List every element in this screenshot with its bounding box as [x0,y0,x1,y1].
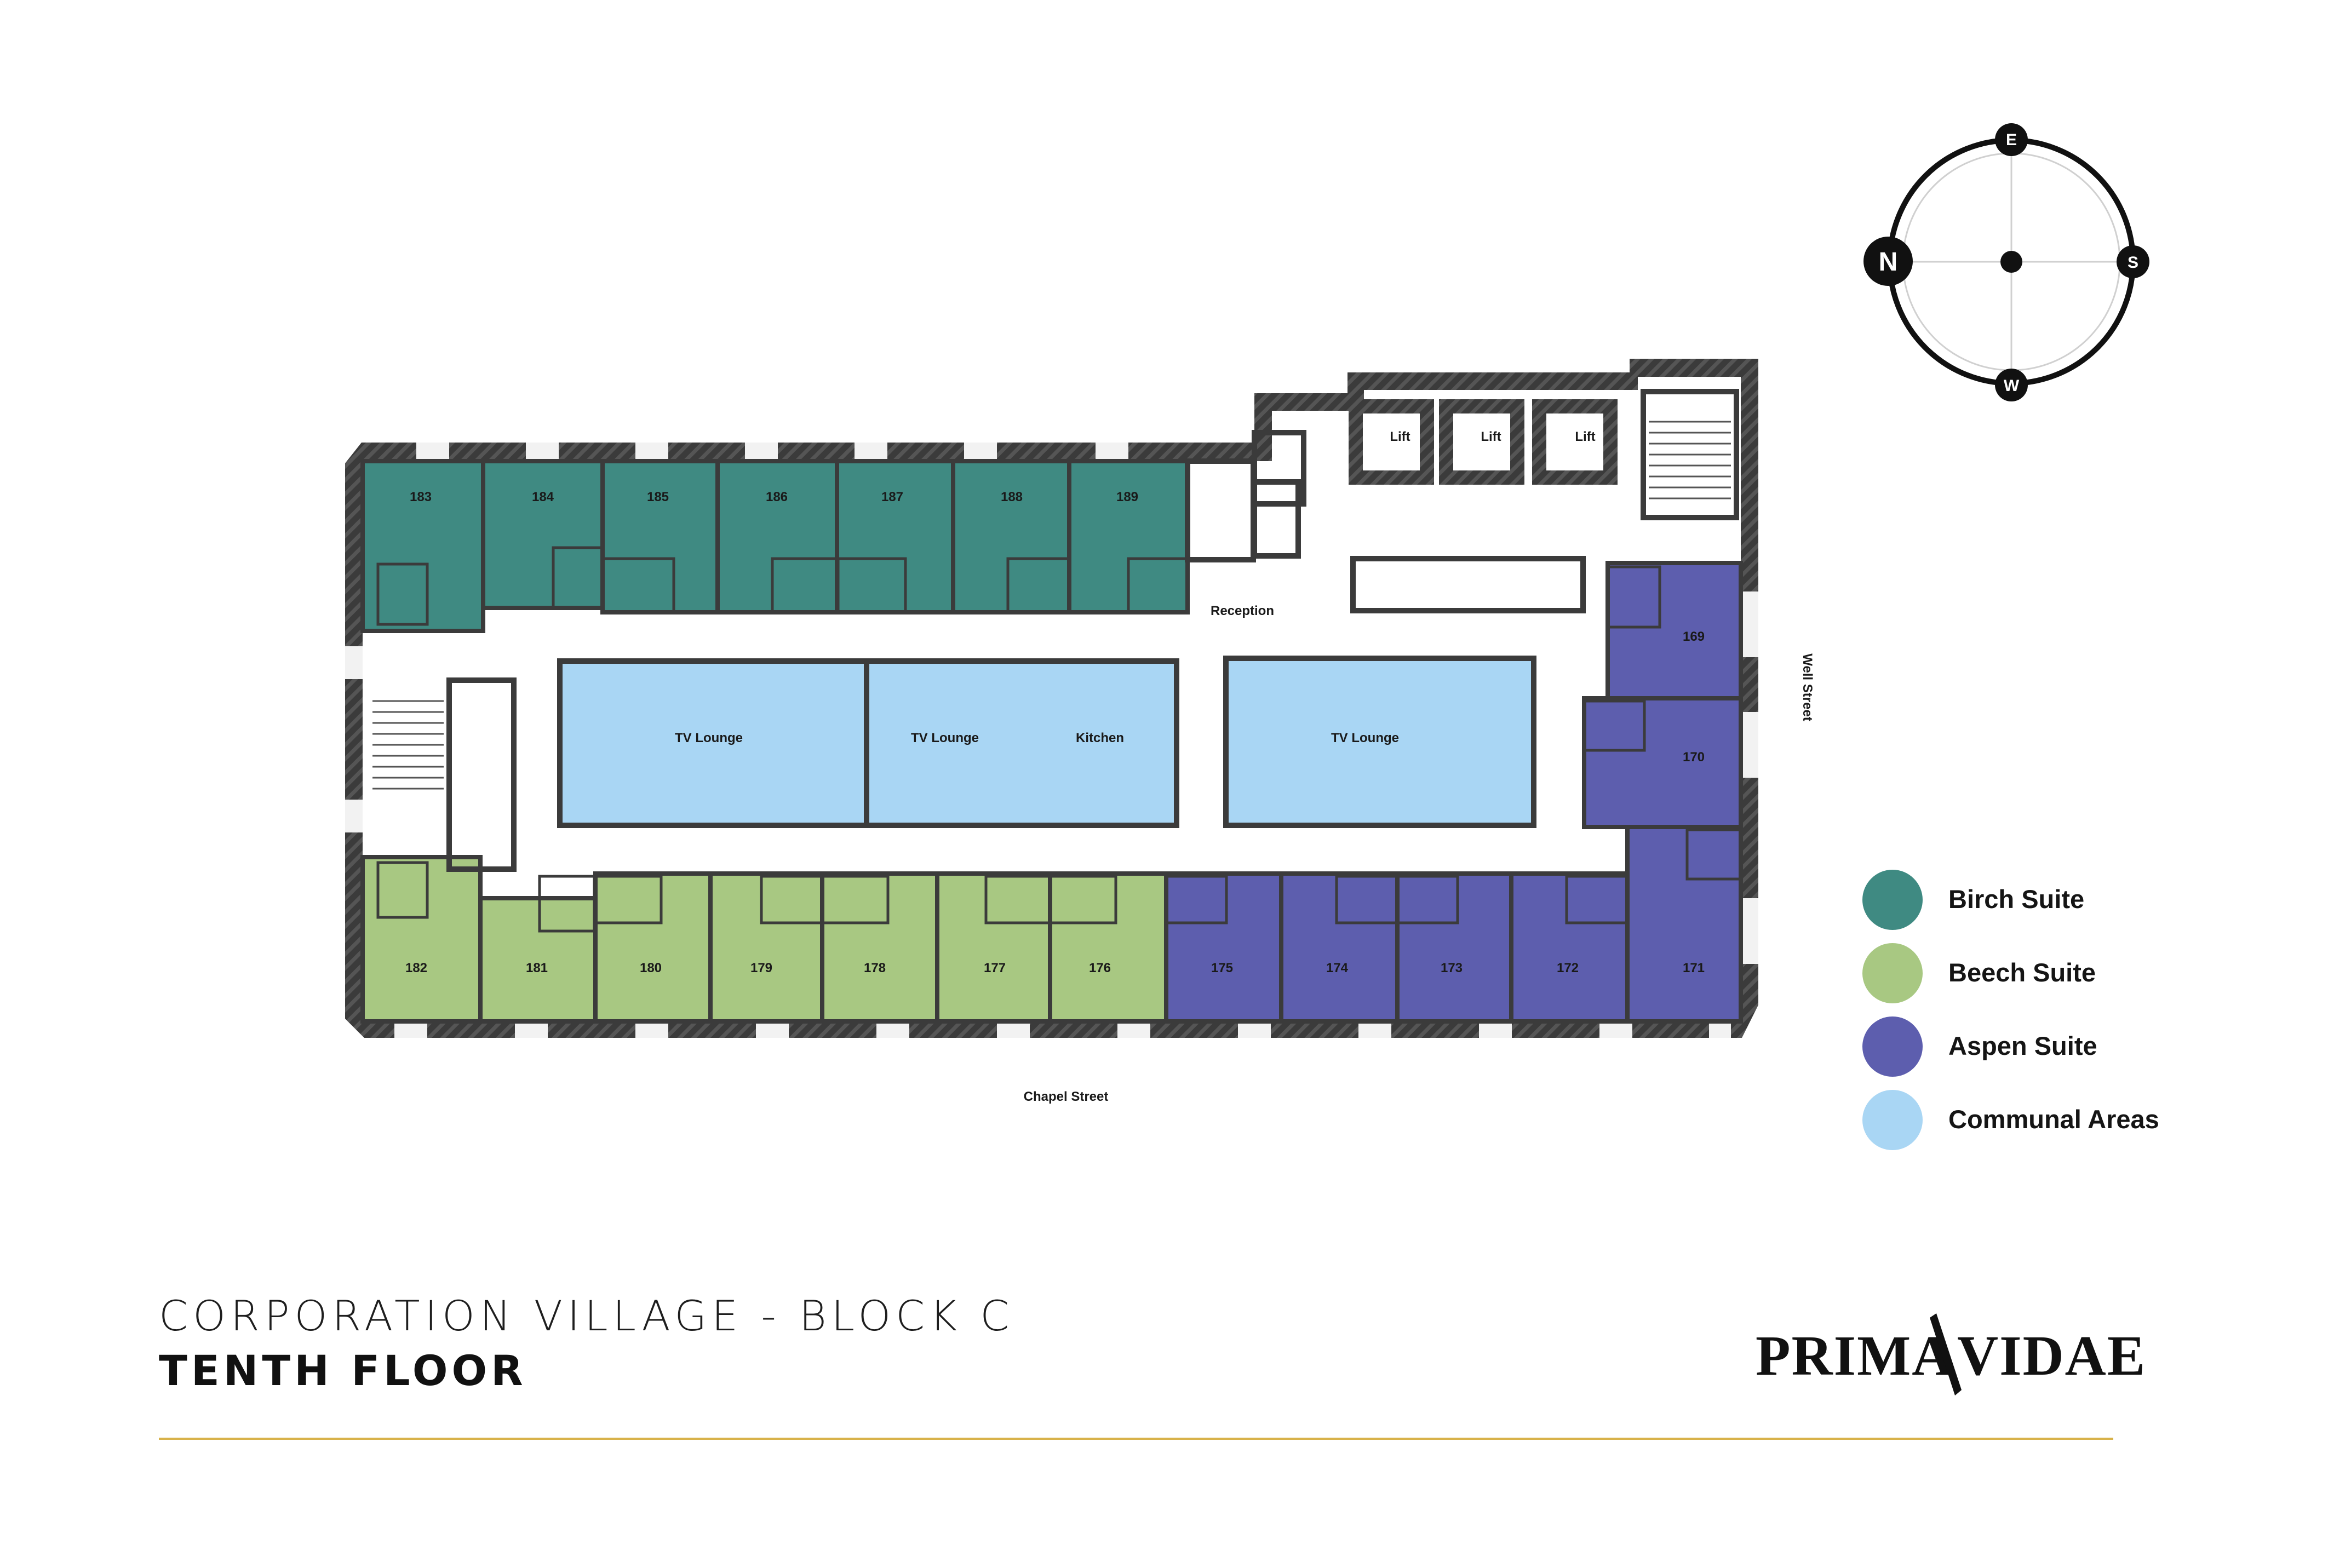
compass-s: S [2128,254,2138,272]
room-label-178: 178 [864,961,886,975]
logo-text-right: VIDAE [1957,1324,2147,1387]
room-label-174: 174 [1326,961,1349,975]
room-label-169: 169 [1683,629,1705,644]
room-173[interactable] [1395,871,1513,1024]
core-walls [446,389,1739,872]
logo-slash-mark [1930,1313,1962,1395]
compass-north-marker [1863,237,1913,286]
room-176[interactable] [1048,871,1168,1024]
tv-lounge-1-label: TV Lounge [675,731,743,745]
reception-label: Reception [1211,604,1274,618]
lift-shafts [1349,399,1618,485]
tv-lounge-2-label: TV Lounge [911,731,979,745]
compass-west-marker [1995,369,2028,401]
room-175[interactable] [1164,871,1283,1024]
room-label-173: 173 [1441,961,1463,975]
room-label-176: 176 [1089,961,1111,975]
room-label-185: 185 [647,490,669,504]
compass-w: W [2004,377,2020,395]
room-labels: 183 184 185 186 187 188 189 182 181 180 … [405,490,1705,975]
room-label-184: 184 [532,490,554,504]
birch-suite-rooms [360,459,1190,633]
windows [345,443,1758,1038]
room-178[interactable] [820,871,939,1024]
compass-e: E [2006,131,2017,149]
legend-label-birch: Birch Suite [1948,884,2085,914]
room-label-189: 189 [1116,490,1138,504]
beech-suite-rooms [360,855,1168,1024]
room-174[interactable] [1279,871,1400,1024]
room-label-177: 177 [984,961,1006,975]
room-label-172: 172 [1557,961,1579,975]
street-label-chapel: Chapel Street [1024,1089,1109,1104]
legend-swatch-aspen [1862,1016,1923,1077]
room-label-175: 175 [1211,961,1233,975]
tv-lounge-1[interactable] [557,658,869,828]
room-169[interactable] [1605,561,1743,700]
legend-swatch-communal [1862,1090,1923,1150]
room-184[interactable] [481,459,605,610]
room-label-187: 187 [881,490,903,504]
kitchen-label: Kitchen [1076,731,1124,745]
page-title-floor: TENTH FLOOR [159,1346,527,1395]
lift-label-2: Lift [1481,429,1501,444]
room-label-171: 171 [1683,961,1705,975]
room-187[interactable] [835,459,955,614]
tv-lounge-3-label: TV Lounge [1331,731,1399,745]
communal-areas [557,656,1536,828]
compass-n: N [1879,248,1898,277]
staircases [372,421,1731,790]
legend-swatch-beech [1862,943,1923,1003]
compass-east-marker [1995,123,2028,156]
room-label-179: 179 [750,961,772,975]
room-183[interactable] [360,459,485,633]
tv-lounge-3[interactable] [1223,656,1536,828]
room-label-170: 170 [1683,750,1705,765]
compass: E N S W [1863,123,2149,401]
lift-label-3: Lift [1575,429,1595,444]
ensuite-bathrooms [376,546,1742,933]
compass-south-marker [2117,245,2149,278]
street-label-well: Well Street [1800,653,1815,721]
room-179[interactable] [708,871,824,1024]
room-170[interactable] [1582,696,1743,829]
brand-logo: PRIMA VIDAE [1756,1313,2145,1395]
legend-label-aspen: Aspen Suite [1948,1031,2097,1060]
footer-rule [159,1438,2113,1440]
room-180[interactable] [593,871,713,1024]
room-label-182: 182 [405,961,427,975]
room-182[interactable] [360,855,483,1024]
room-188[interactable] [951,459,1071,614]
room-172[interactable] [1509,871,1630,1024]
room-185[interactable] [600,459,720,614]
aspen-suite-rooms [1164,561,1743,1024]
communal-labels: TV Lounge TV Lounge Kitchen TV Lounge Re… [675,429,1596,745]
legend-label-communal: Communal Areas [1948,1105,2159,1134]
legend-swatch-birch [1862,870,1923,930]
logo-text-left: PRIMA [1756,1324,1954,1387]
room-label-180: 180 [640,961,662,975]
room-label-181: 181 [526,961,548,975]
room-label-188: 188 [1001,490,1023,504]
room-181[interactable] [478,896,598,1024]
room-171[interactable] [1625,825,1743,1024]
room-186[interactable] [715,459,839,614]
legend-label-beech: Beech Suite [1948,958,2096,987]
lift-label-1: Lift [1390,429,1410,444]
room-177[interactable] [935,871,1052,1024]
page-title-building: CORPORATION VILLAGE - BLOCK C [159,1291,1014,1340]
room-label-183: 183 [410,490,432,504]
room-label-186: 186 [766,490,788,504]
tv-lounge-kitchen[interactable] [864,658,1179,828]
